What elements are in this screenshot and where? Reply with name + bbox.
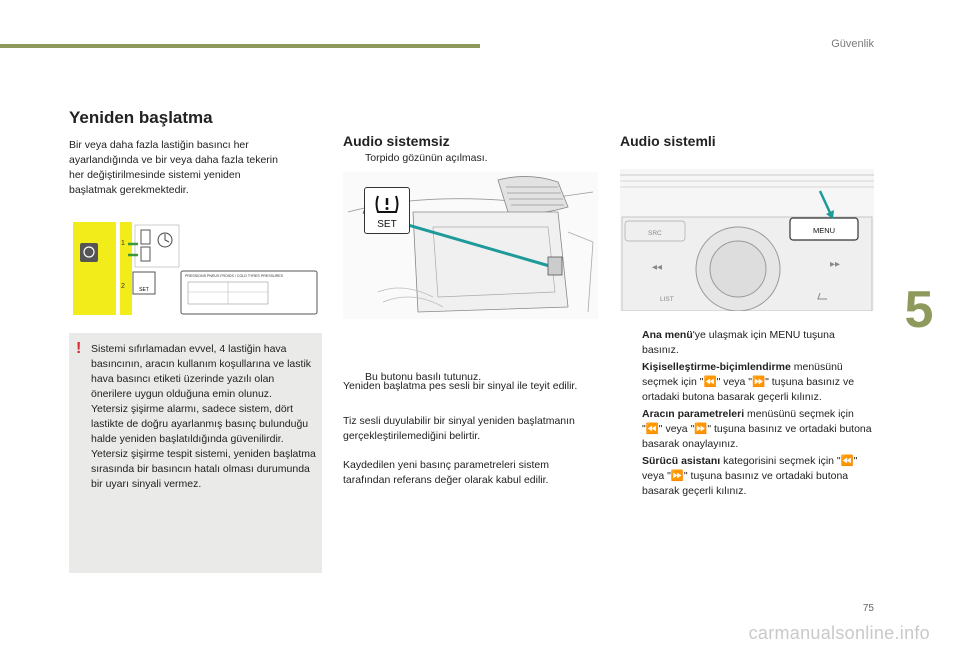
set-label: SET bbox=[377, 219, 397, 230]
step-bold: Sürücü asistanı bbox=[642, 455, 721, 467]
section-title-no-audio: Audio sistemsiz bbox=[343, 133, 450, 149]
warning-line: Yetersiz şişirme alarmı, sadece sistem, … bbox=[91, 403, 309, 445]
step-main-menu: Ana menü'ye ulaşmak için MENU tuşuna bas… bbox=[622, 328, 872, 358]
bullet-text: Bu butonu basılı tutunuz. bbox=[365, 371, 482, 383]
step-driver-assist: Sürücü asistanı kategorisini seçmek için… bbox=[622, 454, 872, 499]
bullet-text: Torpido gözünün açılması. bbox=[365, 152, 488, 164]
bullet-open-glovebox: Torpido gözünün açılması. bbox=[345, 151, 615, 166]
tyre-pressure-sticker-illustration: SET PRESSIONS PNEUS FROIDS / COLD TYRES … bbox=[73, 222, 318, 315]
section-title-with-audio: Audio sistemli bbox=[620, 133, 716, 149]
prev-key-label: ◀◀ bbox=[652, 264, 663, 271]
step-text: kategorisini seçmek için "⏪" veya "⏩" tu… bbox=[642, 455, 858, 497]
warning-mark-icon: ! bbox=[76, 340, 82, 357]
section-label: Güvenlik bbox=[831, 38, 874, 50]
bullet-hold-button: Bu butonu basılı tutunuz. bbox=[345, 370, 615, 385]
warning-box bbox=[69, 333, 322, 573]
next-key-label: ▶▶ bbox=[830, 261, 841, 268]
step-bold: Ana menü bbox=[642, 329, 693, 341]
sticker-heading: PRESSIONS PNEUS FROIDS / COLD TYRES PRES… bbox=[185, 274, 284, 278]
warning-line: Sistemi sıfırlamadan evvel, 4 lastiğin h… bbox=[91, 343, 312, 400]
fail-text: Tiz sesli duyulabilir bir sinyal yeniden… bbox=[343, 415, 575, 442]
confirm-text: Yeniden başlatma pes sesli bir sinyal il… bbox=[343, 380, 578, 392]
section-title-restart: Yeniden başlatma bbox=[69, 108, 213, 127]
step-text: menüsünü seçmek için "⏪" veya "⏩" tuşuna… bbox=[642, 408, 872, 450]
figure-step-2: 2 bbox=[121, 283, 125, 290]
tpms-set-button[interactable]: SET bbox=[364, 187, 410, 234]
restart-intro: Bir veya daha fazla lastiğin basıncı her… bbox=[69, 139, 278, 196]
list-key-label: LIST bbox=[660, 296, 674, 303]
audio-steps: Ana menü'ye ulaşmak için MENU tuşuna bas… bbox=[622, 328, 872, 499]
step-personalisation: Kişiselleştirme-biçimlendirme menüsünü s… bbox=[622, 360, 872, 405]
glovebox-illustration bbox=[343, 172, 598, 319]
sticker-set-label: SET bbox=[139, 287, 149, 293]
warning-text: Sistemi sıfırlamadan evvel, 4 lastiğin h… bbox=[91, 342, 317, 492]
warning-line: Yetersiz şişirme tespit sistemi, yeniden… bbox=[91, 448, 316, 490]
figure-step-1: 1 bbox=[121, 240, 125, 247]
step-bold: Aracın parametreleri bbox=[642, 408, 745, 420]
step-vehicle-parameters: Aracın parametreleri menüsünü seçmek içi… bbox=[622, 407, 872, 452]
step-text: 'ye ulaşmak için MENU tuşuna basınız. bbox=[642, 329, 835, 356]
step-text: menüsünü seçmek için "⏪" veya "⏩" tuşuna… bbox=[642, 361, 855, 403]
saved-text: Kaydedilen yeni basınç parametreleri sis… bbox=[343, 459, 550, 486]
chapter-number: 5 bbox=[904, 281, 934, 339]
tyre-pressure-icon bbox=[375, 195, 399, 213]
page-number: 75 bbox=[862, 603, 874, 614]
audio-panel-illustration: MENU SRC ◀◀ ▶▶ LIST bbox=[620, 169, 874, 311]
step-bold: Kişiselleştirme-biçimlendirme bbox=[642, 361, 791, 373]
src-key-label: SRC bbox=[648, 230, 662, 237]
watermark: carmanualsonline.info bbox=[748, 623, 930, 643]
menu-key-label: MENU bbox=[813, 226, 835, 235]
header-accent-bar bbox=[0, 44, 480, 48]
